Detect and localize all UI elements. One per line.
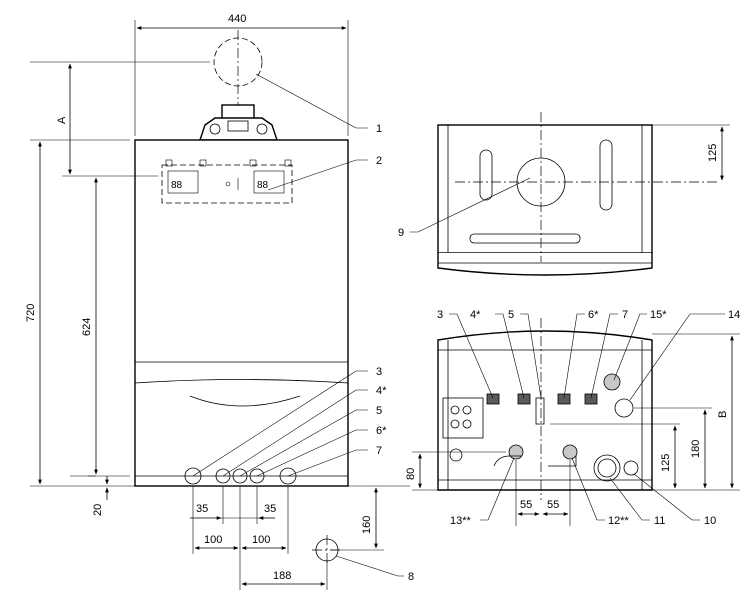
callout-3: 3	[376, 366, 382, 378]
top-casing	[437, 124, 653, 254]
bottom-port-11	[593, 454, 621, 482]
callout-b-14: 14	[728, 309, 740, 321]
dim-bottom-pitch-left: 55	[520, 499, 532, 511]
control-panel-outline	[161, 164, 293, 204]
dim-height-fixing: 624	[81, 318, 93, 336]
dim-top-depth: 125	[707, 144, 719, 162]
callout-5: 5	[376, 405, 382, 417]
dim-bottom-180: 180	[690, 440, 702, 458]
callout-4: 4*	[376, 385, 387, 397]
connection-7	[279, 467, 297, 485]
bottom-callouts-bottom: 13** 12** 11 10	[450, 457, 716, 527]
dim-flue-offset: 188	[273, 570, 291, 582]
boiler-casing	[134, 139, 349, 487]
bottom-callouts-top: 3 4* 5 6* 7 15* 14	[437, 309, 740, 401]
dim-height-total: 720	[25, 304, 37, 322]
display-glyphs-left: 88	[171, 180, 183, 191]
callout-b-6: 6*	[588, 309, 599, 321]
bottom-valve-13	[508, 444, 524, 460]
dim-bottom-left-height: 80	[405, 468, 417, 480]
callout-b-7: 7	[622, 309, 628, 321]
callout-b-13: 13**	[450, 515, 472, 527]
connection-3	[184, 467, 202, 485]
callout-b-15: 15*	[650, 309, 667, 321]
bottom-control-block	[442, 397, 484, 439]
callout-b-12: 12**	[608, 515, 630, 527]
connection-6	[249, 468, 265, 484]
dim-bottom-clearance-b: B	[717, 411, 729, 418]
bottom-port-14	[614, 398, 634, 418]
flue-adaptor	[199, 104, 278, 141]
callout-b-11: 11	[654, 515, 665, 527]
front-callouts: 1 2 3 4* 5 6* 7 8	[192, 73, 414, 583]
dim-flue-below: 160	[361, 516, 373, 534]
callout-2: 2	[376, 155, 382, 167]
dim-bottom-125: 125	[660, 454, 672, 472]
callout-9: 9	[398, 227, 404, 239]
display-panel: 88 88	[165, 159, 292, 194]
dim-span-right: 100	[252, 534, 270, 546]
top-view: 125 9	[398, 112, 730, 276]
connection-4	[215, 468, 231, 484]
front-view: 88 88 440 A 720 624	[25, 13, 414, 590]
connection-5	[232, 468, 248, 484]
callout-b-10: 10	[704, 515, 716, 527]
bottom-valve-12	[562, 444, 578, 460]
callout-8: 8	[408, 571, 414, 583]
callout-b-3: 3	[437, 309, 443, 321]
dim-flue-clearance: A	[56, 116, 68, 124]
dim-pitch-left: 35	[196, 503, 208, 515]
callout-7: 7	[376, 445, 382, 457]
bottom-port-10	[623, 460, 639, 476]
callout-b-5: 5	[508, 309, 514, 321]
dim-bottom-clearance: 20	[92, 504, 104, 516]
bottom-port-15	[603, 373, 621, 391]
dim-span-left: 100	[204, 534, 222, 546]
callout-1: 1	[376, 123, 382, 135]
display-glyphs-right: 88	[257, 180, 269, 191]
callout-6: 6*	[376, 425, 387, 437]
dim-width: 440	[228, 13, 246, 25]
dim-bottom-pitch-right: 55	[547, 499, 559, 511]
dim-pitch-right: 35	[264, 503, 276, 515]
bottom-view: 55 55 80 125 180 B 3 4* 5 6*	[405, 309, 740, 527]
callout-b-4: 4*	[470, 309, 481, 321]
